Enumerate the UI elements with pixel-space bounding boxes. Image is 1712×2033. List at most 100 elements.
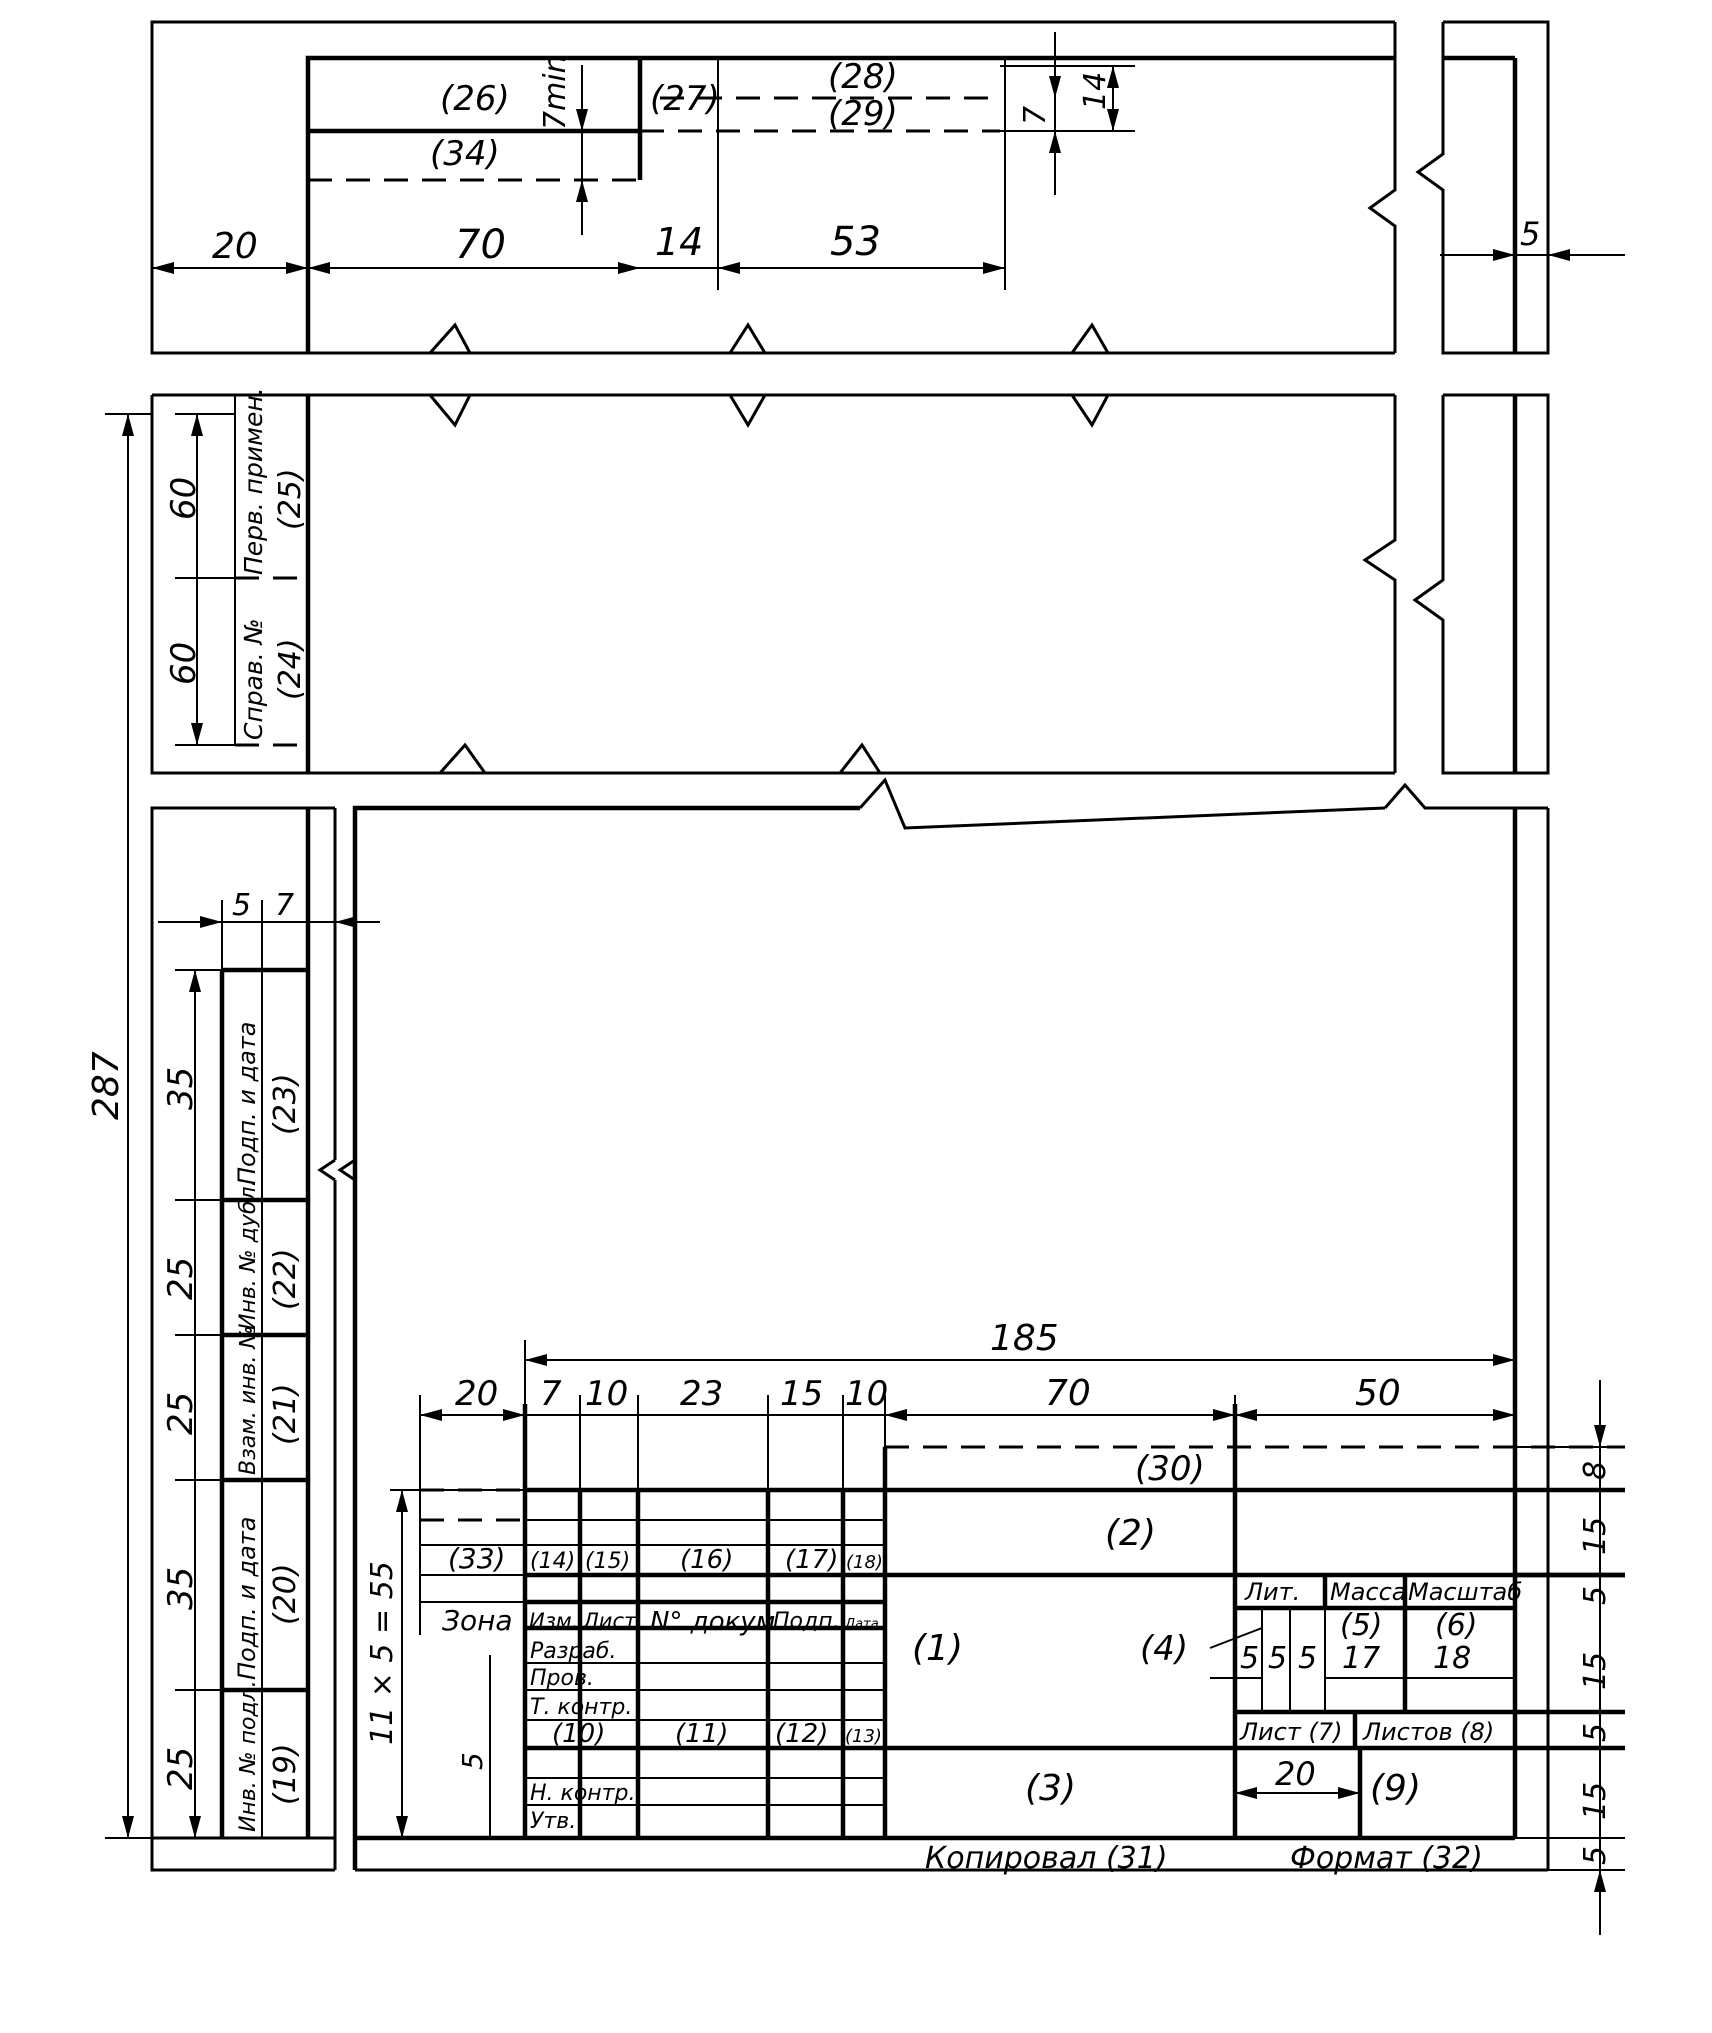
field-30: (30) <box>1135 1449 1205 1489</box>
dim-15-tb: 15 <box>780 1374 823 1414</box>
top-panel <box>150 20 1625 355</box>
field-3: (3) <box>1025 1768 1076 1809</box>
field-9: (9) <box>1370 1768 1421 1809</box>
title-block <box>390 1340 1625 1935</box>
label-lit: Лит. <box>1244 1578 1300 1606</box>
field-2: (2) <box>1105 1513 1156 1554</box>
dim-7-tb: 7 <box>540 1374 562 1414</box>
dim-14-top-h: 14 <box>655 220 703 264</box>
label-inv-dubl: Инв. № дубл. <box>236 1179 261 1330</box>
dim-5-lit-a: 5 <box>1240 1641 1259 1676</box>
dimension-arrows <box>122 66 1606 1892</box>
label-listov-8: Листов (8) <box>1362 1718 1494 1746</box>
label-n-kontr: Н. контр. <box>530 1781 635 1806</box>
field-34: (34) <box>430 134 500 174</box>
field-11: (11) <box>675 1719 728 1749</box>
field-20: (20) <box>268 1563 303 1625</box>
field-26: (26) <box>440 79 510 119</box>
label-utv: Утв. <box>530 1809 576 1834</box>
field-25: (25) <box>273 468 308 530</box>
dim-7min: 7min <box>538 54 573 130</box>
label-t-kontr: Т. контр. <box>530 1695 632 1720</box>
middle-panel-labels: 60 60 Перв. примен. (25) Справ. № (24) 2… <box>86 387 308 1120</box>
dim-70-top: 70 <box>455 222 506 268</box>
dim-14-top: 14 <box>1078 72 1113 110</box>
dim-5-lit-c: 5 <box>1298 1641 1317 1676</box>
dim-10-tb-a: 10 <box>585 1374 628 1414</box>
dim-25-a: 25 <box>161 1257 201 1300</box>
dim-5-right-c: 5 <box>1578 1846 1613 1865</box>
field-14: (14) <box>530 1549 575 1574</box>
top-panel-labels: (26) (34) (27) (28) (29) 7min 7 14 20 70… <box>212 54 1540 268</box>
dim-18: 18 <box>1433 1641 1471 1676</box>
field-4: (4) <box>1140 1629 1188 1669</box>
dim-185: 185 <box>990 1318 1059 1359</box>
binding-strip-labels: 5 7 35 25 25 35 25 Подп. и дата (23) Инв… <box>161 888 303 1832</box>
field-10: (10) <box>552 1719 605 1749</box>
field-6: (6) <box>1435 1608 1478 1643</box>
dim-25-b: 25 <box>161 1392 201 1435</box>
field-5: (5) <box>1340 1608 1383 1643</box>
field-29: (29) <box>828 94 898 134</box>
dim-10-tb-b: 10 <box>845 1374 888 1414</box>
dim-60-b: 60 <box>164 642 204 685</box>
label-format: Формат (32) <box>1290 1841 1483 1876</box>
middle-panel <box>150 393 1550 775</box>
label-masshtab: Масштаб <box>1408 1578 1522 1606</box>
field-21: (21) <box>268 1383 303 1445</box>
dim-20-tb: 20 <box>455 1374 498 1414</box>
title-block-dims: 185 20 7 10 23 15 10 70 50 8 15 5 15 5 1… <box>365 1318 1613 1865</box>
label-list-7: Лист (7) <box>1239 1718 1342 1746</box>
dim-5-right: 5 <box>1520 215 1540 253</box>
dim-11x5: 11 × 5 = 55 <box>365 1561 400 1745</box>
label-n-dokum: N° докум. <box>650 1607 784 1637</box>
field-13: (13) <box>845 1726 882 1747</box>
dim-7-top: 7 <box>1018 106 1053 125</box>
label-sprav: Справ. № <box>239 618 268 740</box>
dim-50-tb: 50 <box>1355 1373 1401 1414</box>
label-massa: Масса <box>1330 1578 1407 1606</box>
dim-15-right-c: 15 <box>1578 1782 1613 1820</box>
dim-8-right: 8 <box>1578 1461 1613 1480</box>
dim-5-right-a: 5 <box>1578 1586 1613 1605</box>
dim-53: 53 <box>830 219 881 265</box>
label-podp-data-2: Подп. и дата <box>233 1517 261 1681</box>
dim-287: 287 <box>86 1051 127 1120</box>
field-1: (1) <box>912 1628 963 1669</box>
label-zona: Зона <box>442 1604 513 1637</box>
bottom-panel <box>150 777 1550 1872</box>
label-data: Дата <box>844 1617 879 1632</box>
label-vzam-inv: Взам. инв. № <box>236 1326 261 1475</box>
field-22: (22) <box>268 1248 303 1310</box>
dim-20-top: 20 <box>212 226 258 267</box>
label-podp: Подп. <box>773 1609 840 1634</box>
title-block-labels: (30) (2) (1) (4) (3) (5) (6) (9) Лит. Ма… <box>442 1449 1522 1876</box>
label-kopiroval: Копировал (31) <box>925 1841 1168 1876</box>
field-16: (16) <box>680 1545 733 1575</box>
field-15: (15) <box>585 1549 630 1574</box>
dim-15-right-b: 15 <box>1578 1652 1613 1690</box>
dim-35-a: 35 <box>161 1067 201 1110</box>
dim-35-b: 35 <box>161 1567 201 1610</box>
field-24: (24) <box>273 638 308 700</box>
dim-5-lit-b: 5 <box>1268 1641 1287 1676</box>
dim-60-a: 60 <box>164 477 204 520</box>
field-12: (12) <box>775 1719 828 1749</box>
label-prov: Пров. <box>530 1666 594 1691</box>
label-perv-primen: Перв. примен. <box>239 387 268 575</box>
dim-5-strip: 5 <box>232 888 251 923</box>
dim-7-strip: 7 <box>275 888 294 923</box>
label-inv-podl: Инв. № подл. <box>236 1680 261 1832</box>
dim-5-right-b: 5 <box>1578 1723 1613 1742</box>
dim-25-c: 25 <box>161 1747 201 1790</box>
field-19: (19) <box>268 1743 303 1805</box>
dim-70-tb: 70 <box>1045 1373 1091 1414</box>
field-33: (33) <box>448 1542 505 1575</box>
dim-17: 17 <box>1342 1641 1380 1676</box>
label-razrab: Разраб. <box>530 1639 616 1664</box>
dim-20-list: 20 <box>1275 1755 1316 1793</box>
dim-15-right-a: 15 <box>1578 1517 1613 1555</box>
dim-23-tb: 23 <box>680 1374 723 1414</box>
dim-5-row: 5 <box>456 1752 489 1770</box>
